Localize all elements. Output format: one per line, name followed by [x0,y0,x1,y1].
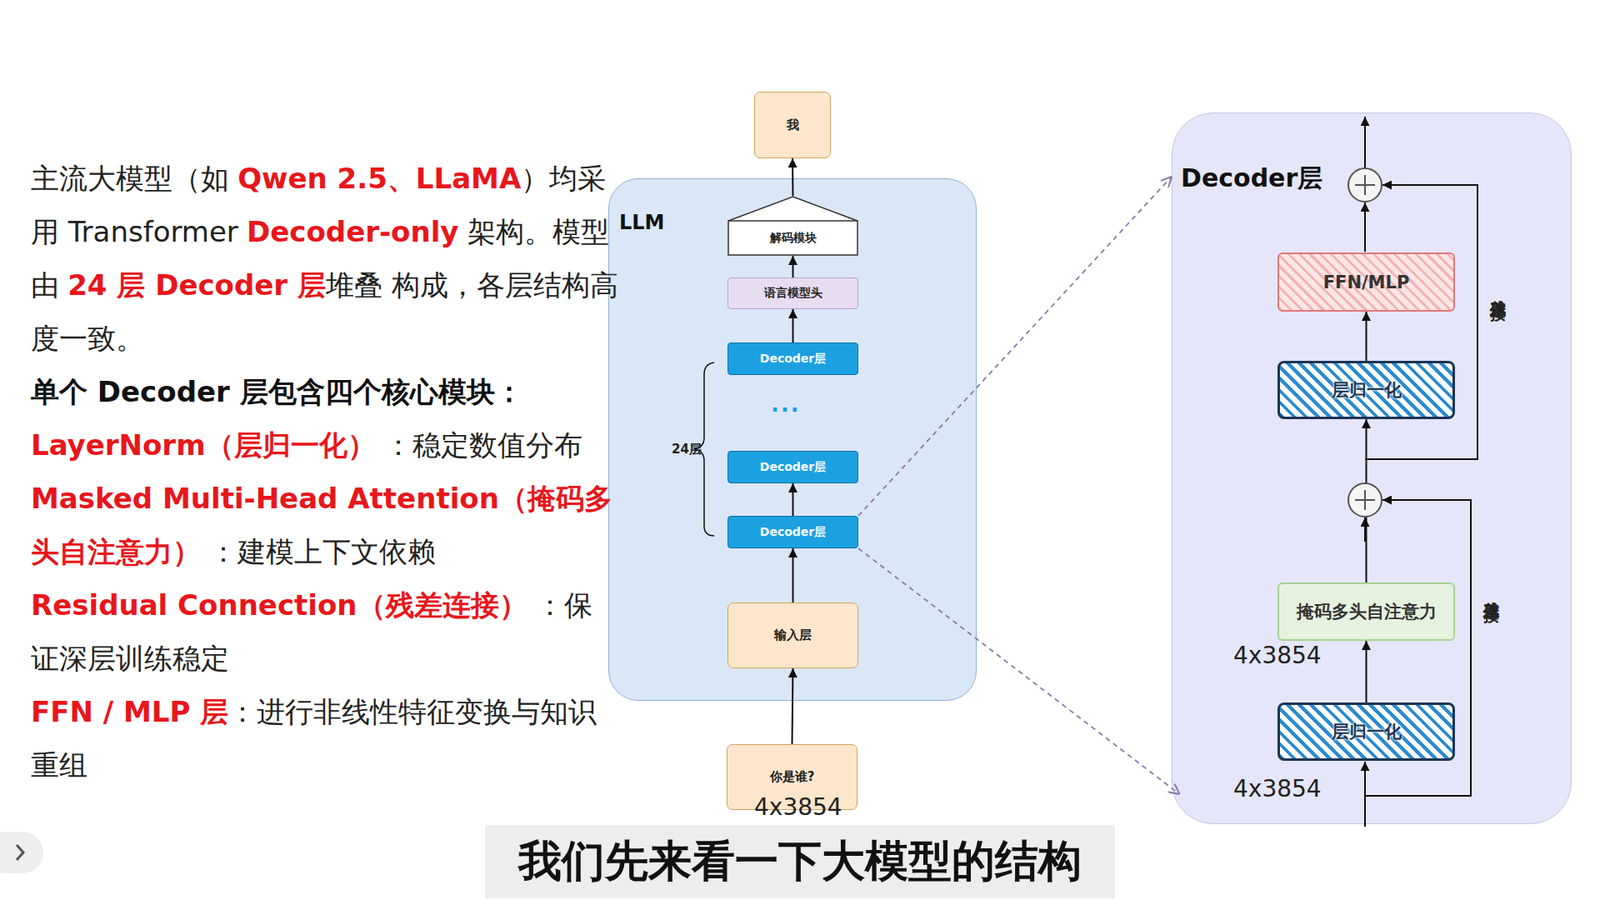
text-paragraph: 主流大模型（如Qwen 2.5、LLaMA）均采用 TransformerDec… [30,151,619,365]
zoom-pointer [858,176,1172,516]
text-paragraph: 单个 Decoder 层包含四个核心模块： [30,365,619,419]
flow-arrow [1365,640,1368,703]
ellipsis: ... [770,391,801,417]
node-label: Decoder层 [760,525,826,540]
ffn-out-arrow [1364,202,1366,252]
highlight-term: 24 层 Decoder 层 [67,268,326,302]
node-label: 你是谁? [770,769,815,785]
node-label: Decoder层 [760,460,826,475]
decode-module: 解码模块 [727,195,859,256]
flow-arrow [792,548,795,603]
text-paragraph: Masked Multi-Head Attention（掩码多头自注意力）：建模… [30,471,619,579]
attn-out-arrow [1364,517,1366,542]
decoder-layer-box: Decoder层 [727,515,859,549]
flow-arrow [792,309,795,343]
decoder-layer-box: Decoder层 [727,450,859,484]
flow-arrow [792,255,795,278]
add-symbol [1348,168,1382,202]
panel-title: LLM [619,210,665,235]
layernorm-box: 层归一化 [1277,360,1455,420]
house-outline [727,195,859,256]
text-paragraph: LayerNorm（层归一化）：稳定数值分布 [30,418,619,472]
body-text: 单个 Decoder 层包含四个核心模块： [30,375,524,409]
add-symbol [1348,483,1382,517]
attention-box: 掩码多头自注意力 [1277,582,1455,641]
description-text: 主流大模型（如Qwen 2.5、LLaMA）均采用 TransformerDec… [30,151,619,792]
flow-arrow [792,483,795,516]
input-arrow [1364,761,1366,827]
text-paragraph: FFN / MLP 层：进行非线性特征变换与知识重组 [30,685,619,792]
highlight-term: Qwen 2.5、LLaMA [237,161,521,195]
residual-label: 残差连接 [1488,286,1510,294]
flow-arrow [1365,311,1368,361]
token-box: 我 [754,91,831,159]
body-text: ：稳定数值分布 [384,428,583,462]
node-label: 掩码多头自注意力 [1296,600,1437,624]
layer-bracket [694,362,715,536]
residual-wire [1365,185,1478,460]
node-label: FFN/MLP [1323,272,1410,293]
node-label: 层归一化 [1331,378,1402,402]
text-paragraph: Residual Connection（残差连接）：保证深层训练稳定 [30,578,619,685]
flow-arrow [1365,419,1368,583]
zoom-pointer [858,548,1180,795]
node-label: Decoder层 [760,351,826,367]
node-label: 语言模型头 [764,285,823,301]
tensor-shape: 4x3854 [1233,641,1322,670]
residual-wire [1365,500,1471,796]
highlight-term: Residual Connection（残差连接） [30,588,528,622]
panel-title: Decoder层 [1180,161,1323,196]
tensor-shape: 4x3854 [754,793,843,821]
output-arrow [1364,116,1366,168]
flow-arrow [792,668,794,745]
subtitle-caption: 我们先来看一下大模型的结构 [485,825,1115,899]
residual-label: 残差连接 [1481,588,1504,595]
highlight-term: Decoder-only [246,215,459,249]
lm-head-box: 语言模型头 [727,277,859,310]
nav-button [0,831,44,874]
body-text: 主流大模型（如 [30,161,230,195]
ffn-box: FFN/MLP [1277,252,1455,312]
node-label: 解码模块 [770,230,817,246]
layer-count: 24层 [671,441,702,458]
node-label: 输入层 [774,627,812,644]
llm-container: LLM 解码模块语言模型头 Decoder层 Decoder层 Decoder层输入层 [608,178,977,701]
layernorm-box: 层归一化 [1277,702,1455,761]
highlight-term: FFN / MLP 层 [30,695,229,729]
body-text: ：建模上下文依赖 [209,535,436,569]
token-box: 输入层 [727,602,859,669]
decoder-layer-box: Decoder层 [727,342,859,375]
decoder-detail-panel: Decoder层FFN/MLP层归一化掩码多头自注意力层归一化 [1171,112,1572,825]
highlight-term: LayerNorm（层归一化） [30,428,376,462]
node-label: 层归一化 [1331,720,1402,744]
node-label: 我 [786,117,800,134]
flow-arrow [791,158,795,196]
tensor-shape: 4x3854 [1233,775,1322,803]
